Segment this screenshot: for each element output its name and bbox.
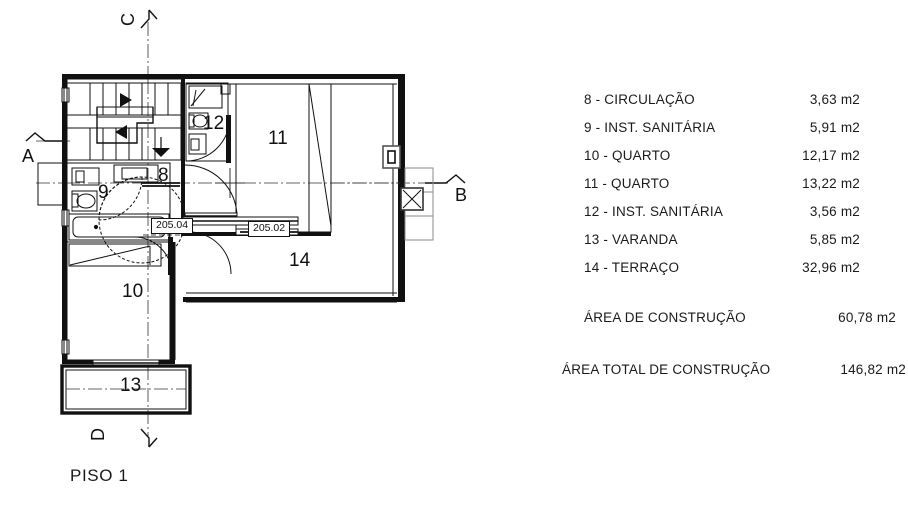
room-tag-205-02: 205.02 — [248, 221, 291, 238]
bath9-fixture-a — [71, 167, 100, 186]
door-leaf-12 — [226, 115, 231, 163]
room-number-12: 12 — [203, 113, 225, 134]
stair-arrow-up — [120, 93, 132, 107]
bedroom-11 — [235, 83, 332, 236]
total-value: 60,78 m2 — [838, 310, 896, 325]
wall-west-upper — [62, 74, 67, 242]
terrace-wall-fixtures — [382, 145, 434, 241]
room-number-11: 11 — [268, 128, 288, 149]
door-leaf-bath9 — [142, 182, 180, 187]
total-row-total-construction-area: ÁREA TOTAL DE CONSTRUÇÃO 146,82 m2 — [560, 362, 908, 392]
section-mark-label-c: C — [118, 13, 138, 26]
bath9-enclosure — [66, 162, 171, 243]
schedule-row: 11 - QUARTO 13,22 m2 — [560, 176, 908, 204]
bath12-wc-bowl — [192, 114, 208, 128]
section-mark-label-b: B — [455, 185, 468, 205]
bath9-wc-cistern — [71, 193, 79, 208]
section-mark-label-d: D — [88, 428, 108, 441]
schedule-room-area: 13,22 m2 — [802, 176, 860, 191]
schedule-room-name: 10 - QUARTO — [584, 148, 671, 163]
door-arc-8a — [184, 164, 238, 218]
bath12-basin-box — [188, 133, 207, 155]
floor-plan-drawing — [25, 9, 466, 448]
schedule-spacer — [560, 288, 908, 310]
varanda-outline — [60, 364, 192, 415]
schedule-room-area: 3,56 m2 — [809, 204, 860, 219]
room-tag-205-04: 205.04 — [151, 218, 194, 235]
bed10-wardrobe — [68, 243, 162, 267]
stair-direction-arrows — [115, 93, 170, 157]
terrace-south-wall — [183, 297, 405, 302]
schedule-row: 13 - VARANDA 5,85 m2 — [560, 232, 908, 260]
floor-plan-svg — [25, 9, 466, 448]
wall-north-left — [62, 74, 186, 79]
bath9-counter — [113, 164, 159, 183]
sheet-title: PISO 1 — [70, 466, 129, 485]
room-number-9: 9 — [98, 182, 109, 203]
schedule-room-area: 12,17 m2 — [802, 148, 860, 163]
schedule-room-area: 5,91 m2 — [809, 120, 860, 135]
axis-crosshair — [215, 168, 245, 198]
bedroom-10 — [68, 243, 162, 267]
door-arc-terrace — [188, 231, 232, 275]
facade-panel-3 — [404, 215, 434, 241]
schedule-room-area: 32,96 m2 — [802, 260, 860, 275]
schedule-room-name: 9 - INST. SANITÁRIA — [584, 120, 716, 135]
bathroom-12 — [185, 82, 231, 162]
room-number-14: 14 — [289, 250, 311, 271]
schedule-room-name: 12 - INST. SANITÁRIA — [584, 204, 724, 219]
bath12-niche — [220, 83, 231, 95]
section-mark-a — [25, 132, 66, 142]
wall-west-lower — [62, 242, 67, 364]
schedule-room-area: 5,85 m2 — [809, 232, 860, 247]
schedule-room-name: 8 - CIRCULAÇÃO — [584, 92, 695, 107]
wall-spine — [181, 74, 185, 236]
bath12-shower — [188, 85, 223, 109]
varanda-inner — [65, 369, 187, 410]
schedule-row: 8 - CIRCULAÇÃO 3,63 m2 — [560, 92, 908, 120]
varanda-13 — [60, 359, 192, 415]
area-schedule: 8 - CIRCULAÇÃO 3,63 m2 9 - INST. SANITÁR… — [560, 92, 908, 392]
bed11-enclosure — [235, 83, 332, 233]
door-swing-terrace — [188, 231, 232, 275]
stair-arrow-down — [115, 125, 127, 139]
room-number-13: 13 — [120, 375, 142, 396]
window-marks-west — [61, 87, 70, 355]
bath9-tub-drain — [93, 224, 99, 230]
total-value: 146,82 m2 — [840, 362, 906, 377]
bath12-basin — [190, 138, 200, 151]
schedule-room-name: 13 - VARANDA — [584, 232, 678, 247]
bath12-shower-diag2 — [192, 89, 197, 107]
stair-enclosure — [66, 82, 182, 161]
schedule-room-name: 14 - TERRAÇO — [584, 260, 680, 275]
section-mark-label-a: A — [22, 146, 35, 166]
section-mark-c — [140, 9, 158, 29]
schedule-room-name: 11 - QUARTO — [584, 176, 670, 191]
door-swing-corridor-east — [184, 164, 238, 218]
total-label: ÁREA TOTAL DE CONSTRUÇÃO — [562, 362, 771, 377]
west-bumpout — [37, 162, 65, 206]
bed10-wardrobe-diag — [69, 245, 151, 266]
bath9-basin — [121, 167, 148, 180]
wall-room10-east — [170, 242, 175, 364]
total-label: ÁREA DE CONSTRUÇÃO — [584, 310, 746, 325]
bed11-wardrobe-diag — [308, 83, 332, 227]
stair-arrow-exit — [152, 148, 170, 157]
section-mark-b — [425, 174, 466, 184]
bath9-wc-bowl — [76, 193, 96, 209]
schedule-row: 14 - TERRAÇO 32,96 m2 — [560, 260, 908, 288]
section-mark-d — [140, 428, 158, 448]
schedule-room-area: 3,63 m2 — [809, 92, 860, 107]
bath9-fixture-a-detail — [75, 170, 85, 183]
schedule-row: 9 - INST. SANITÁRIA 5,91 m2 — [560, 120, 908, 148]
door-leaf-10 — [168, 237, 173, 275]
schedule-spacer — [560, 340, 908, 362]
room-number-10: 10 — [122, 281, 144, 302]
terrace-north-wall — [183, 74, 405, 79]
schedule-row: 10 - QUARTO 12,17 m2 — [560, 148, 908, 176]
room-number-8: 8 — [158, 165, 169, 186]
schedule-row: 12 - INST. SANITÁRIA 3,56 m2 — [560, 204, 908, 232]
bath12-wc-cistern — [188, 114, 195, 128]
total-row-construction-area: ÁREA DE CONSTRUÇÃO 60,78 m2 — [560, 310, 908, 340]
